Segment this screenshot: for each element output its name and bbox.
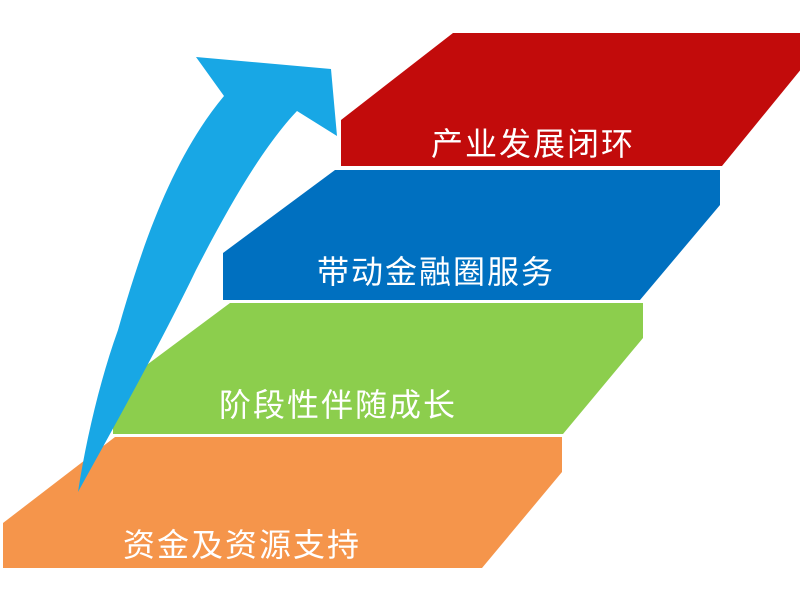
step-industry-loop-shape: [341, 33, 800, 166]
step-funding-support-label: 资金及资源支持: [123, 527, 361, 563]
upward-growth-arrow-icon: [78, 57, 337, 492]
step-staged-growth-shape: [113, 303, 643, 434]
step-funding-support-shape: [3, 437, 562, 568]
step-industry-loop-label: 产业发展闭环: [431, 126, 635, 162]
step-staged-growth-label: 阶段性伴随成长: [219, 387, 457, 423]
step-financial-services-shape: [223, 170, 720, 300]
step-financial-services-label: 带动金融圈服务: [317, 254, 555, 290]
